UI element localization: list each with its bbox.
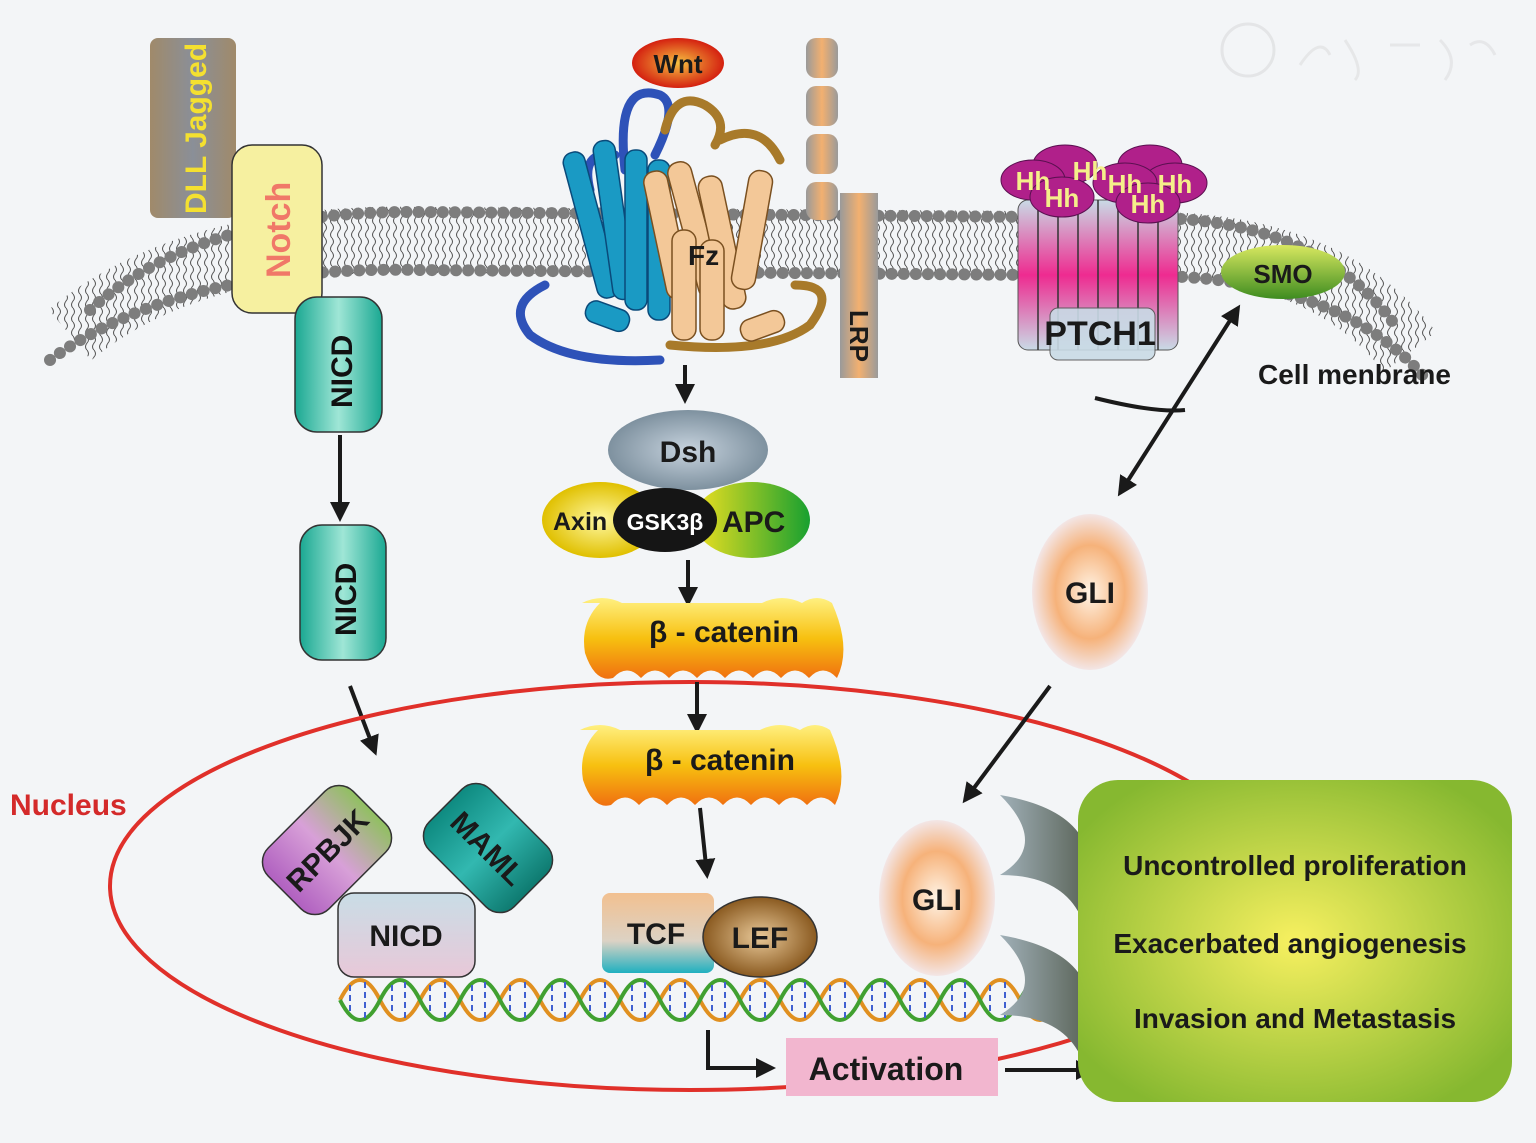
svg-text:TCF: TCF <box>627 918 685 951</box>
beta-catenin-cytoplasm: β - catenin <box>582 598 844 679</box>
svg-text:Dsh: Dsh <box>660 436 717 469</box>
arrow-smo-gli <box>1117 304 1241 497</box>
smo: SMO <box>1221 245 1345 299</box>
svg-text:β - catenin: β - catenin <box>649 616 799 649</box>
wnt-ligand: Wnt <box>632 38 724 88</box>
apc <box>694 482 810 558</box>
arrow-dna-to-activation <box>706 1030 776 1078</box>
cell-membrane-label: Cell menbrane <box>1258 359 1451 390</box>
dll-jagged-ligand: DLL Jagged <box>150 38 236 218</box>
arrow-gli-to-nucleus <box>962 684 1052 804</box>
lef: LEF <box>702 896 818 978</box>
outcome-angiogenesis: Exacerbated angiogenesis <box>1113 928 1466 959</box>
svg-text:Activation: Activation <box>809 1051 964 1087</box>
tcf: TCF <box>602 893 714 973</box>
svg-text:NICD: NICD <box>326 335 359 408</box>
hh-ligands: Hh Hh Hh Hh Hh Hh <box>1000 144 1208 224</box>
svg-text:Hh: Hh <box>1158 169 1193 199</box>
outcome-proliferation: Uncontrolled proliferation <box>1123 850 1467 881</box>
svg-text:GSK3β: GSK3β <box>627 509 704 535</box>
nicd-nucleus: NICD <box>337 892 476 978</box>
outcomes-box: Uncontrolled proliferation Exacerbated a… <box>1078 780 1512 1102</box>
beta-catenin-nucleus: β - catenin <box>580 725 842 806</box>
svg-text:DLL Jagged: DLL Jagged <box>180 43 213 214</box>
gli-nucleus: GLI <box>879 820 995 976</box>
svg-text:NICD: NICD <box>369 920 442 953</box>
outcome-metastasis: Invasion and Metastasis <box>1134 1003 1456 1034</box>
dsh: Dsh <box>608 410 768 490</box>
destruction-complex: Axin GSK3β APC <box>542 482 810 558</box>
svg-text:Wnt: Wnt <box>653 49 702 79</box>
outcome-funnel <box>1000 795 1080 1055</box>
svg-text:APC: APC <box>722 506 785 539</box>
svg-text:Hh: Hh <box>1016 166 1051 196</box>
svg-text:Notch: Notch <box>260 182 298 278</box>
frizzled-receptor: Fz <box>516 88 827 366</box>
svg-text:Axin: Axin <box>553 508 607 536</box>
svg-text:LEF: LEF <box>732 922 789 955</box>
arrow-catenin-to-tcf <box>695 807 716 879</box>
ptch1-receptor: PTCH1 <box>1017 199 1179 361</box>
svg-text:PTCH1: PTCH1 <box>1044 315 1155 353</box>
lrp-coreceptor: LRP <box>806 38 878 378</box>
svg-text:Fz: Fz <box>688 240 719 271</box>
svg-text:Hh: Hh <box>1073 156 1108 186</box>
nicd-membrane: NICD <box>294 296 383 433</box>
svg-text:GLI: GLI <box>912 884 962 917</box>
gli-cytoplasm: GLI <box>1032 514 1148 670</box>
svg-text:Hh: Hh <box>1108 169 1143 199</box>
svg-text:SMO: SMO <box>1253 259 1312 289</box>
nicd-cytoplasm: NICD <box>299 524 387 661</box>
gsk3b <box>613 488 717 552</box>
svg-text:NICD: NICD <box>330 563 363 636</box>
maml: MAML <box>422 782 554 914</box>
activation-box: Activation <box>786 1038 998 1096</box>
dna-helix <box>338 978 1062 1022</box>
svg-text:LRP: LRP <box>844 310 874 362</box>
svg-text:β - catenin: β - catenin <box>645 744 795 777</box>
svg-text:GLI: GLI <box>1065 577 1115 610</box>
nucleus-label: Nucleus <box>10 789 127 822</box>
watermark-logo <box>1220 22 1497 82</box>
svg-text:Hh: Hh <box>1131 189 1166 219</box>
notch-receptor: Notch <box>231 144 323 314</box>
svg-text:Hh: Hh <box>1045 183 1080 213</box>
